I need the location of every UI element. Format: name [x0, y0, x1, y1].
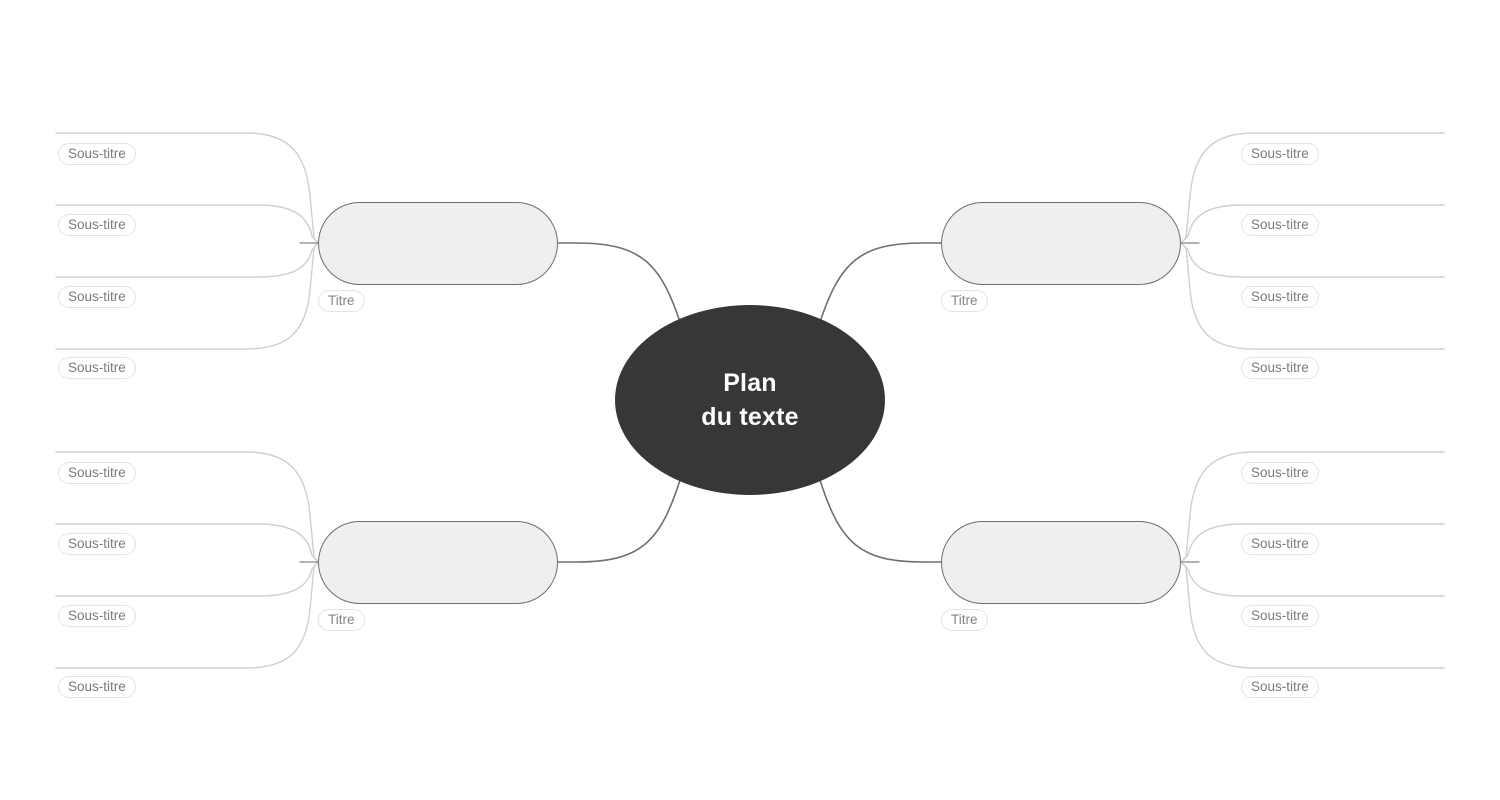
leaf-badge-bottom-right-3[interactable]: Sous-titre — [1241, 605, 1319, 627]
leaf-badge-top-right-1[interactable]: Sous-titre — [1241, 143, 1319, 165]
leaf-badge-top-left-3[interactable]: Sous-titre — [58, 286, 136, 308]
connector-root-bottom-right — [819, 479, 942, 563]
subconnector-top-right-3 — [1180, 242, 1445, 278]
branch-node-top-left[interactable] — [318, 202, 558, 285]
subconnector-top-left-3 — [55, 242, 319, 278]
leaf-badge-bottom-left-2[interactable]: Sous-titre — [58, 533, 136, 555]
root-node[interactable]: Plan du texte — [615, 305, 885, 495]
subconnector-bottom-right-3 — [1180, 561, 1445, 597]
branch-title-badge-bottom-left[interactable]: Titre — [318, 609, 365, 631]
branch-title-badge-top-left[interactable]: Titre — [318, 290, 365, 312]
leaf-badge-top-right-2[interactable]: Sous-titre — [1241, 214, 1319, 236]
leaf-badge-bottom-right-1[interactable]: Sous-titre — [1241, 462, 1319, 484]
root-node-label: Plan du texte — [701, 368, 799, 432]
branch-title-badge-bottom-right[interactable]: Titre — [941, 609, 988, 631]
leaf-badge-bottom-right-2[interactable]: Sous-titre — [1241, 533, 1319, 555]
leaf-badge-top-left-1[interactable]: Sous-titre — [58, 143, 136, 165]
leaf-badge-bottom-left-3[interactable]: Sous-titre — [58, 605, 136, 627]
branch-node-top-right[interactable] — [941, 202, 1181, 285]
leaf-badge-top-left-2[interactable]: Sous-titre — [58, 214, 136, 236]
connector-root-top-right — [819, 242, 942, 323]
leaf-badge-bottom-left-1[interactable]: Sous-titre — [58, 462, 136, 484]
leaf-badge-bottom-right-4[interactable]: Sous-titre — [1241, 676, 1319, 698]
branch-node-bottom-right[interactable] — [941, 521, 1181, 604]
subconnector-bottom-left-3 — [55, 561, 319, 597]
branch-title-badge-top-right[interactable]: Titre — [941, 290, 988, 312]
connector-root-top-left — [557, 242, 681, 323]
leaf-badge-top-right-4[interactable]: Sous-titre — [1241, 357, 1319, 379]
connector-root-bottom-left — [557, 479, 681, 563]
leaf-badge-bottom-left-4[interactable]: Sous-titre — [58, 676, 136, 698]
branch-node-bottom-left[interactable] — [318, 521, 558, 604]
leaf-badge-top-left-4[interactable]: Sous-titre — [58, 357, 136, 379]
leaf-badge-top-right-3[interactable]: Sous-titre — [1241, 286, 1319, 308]
